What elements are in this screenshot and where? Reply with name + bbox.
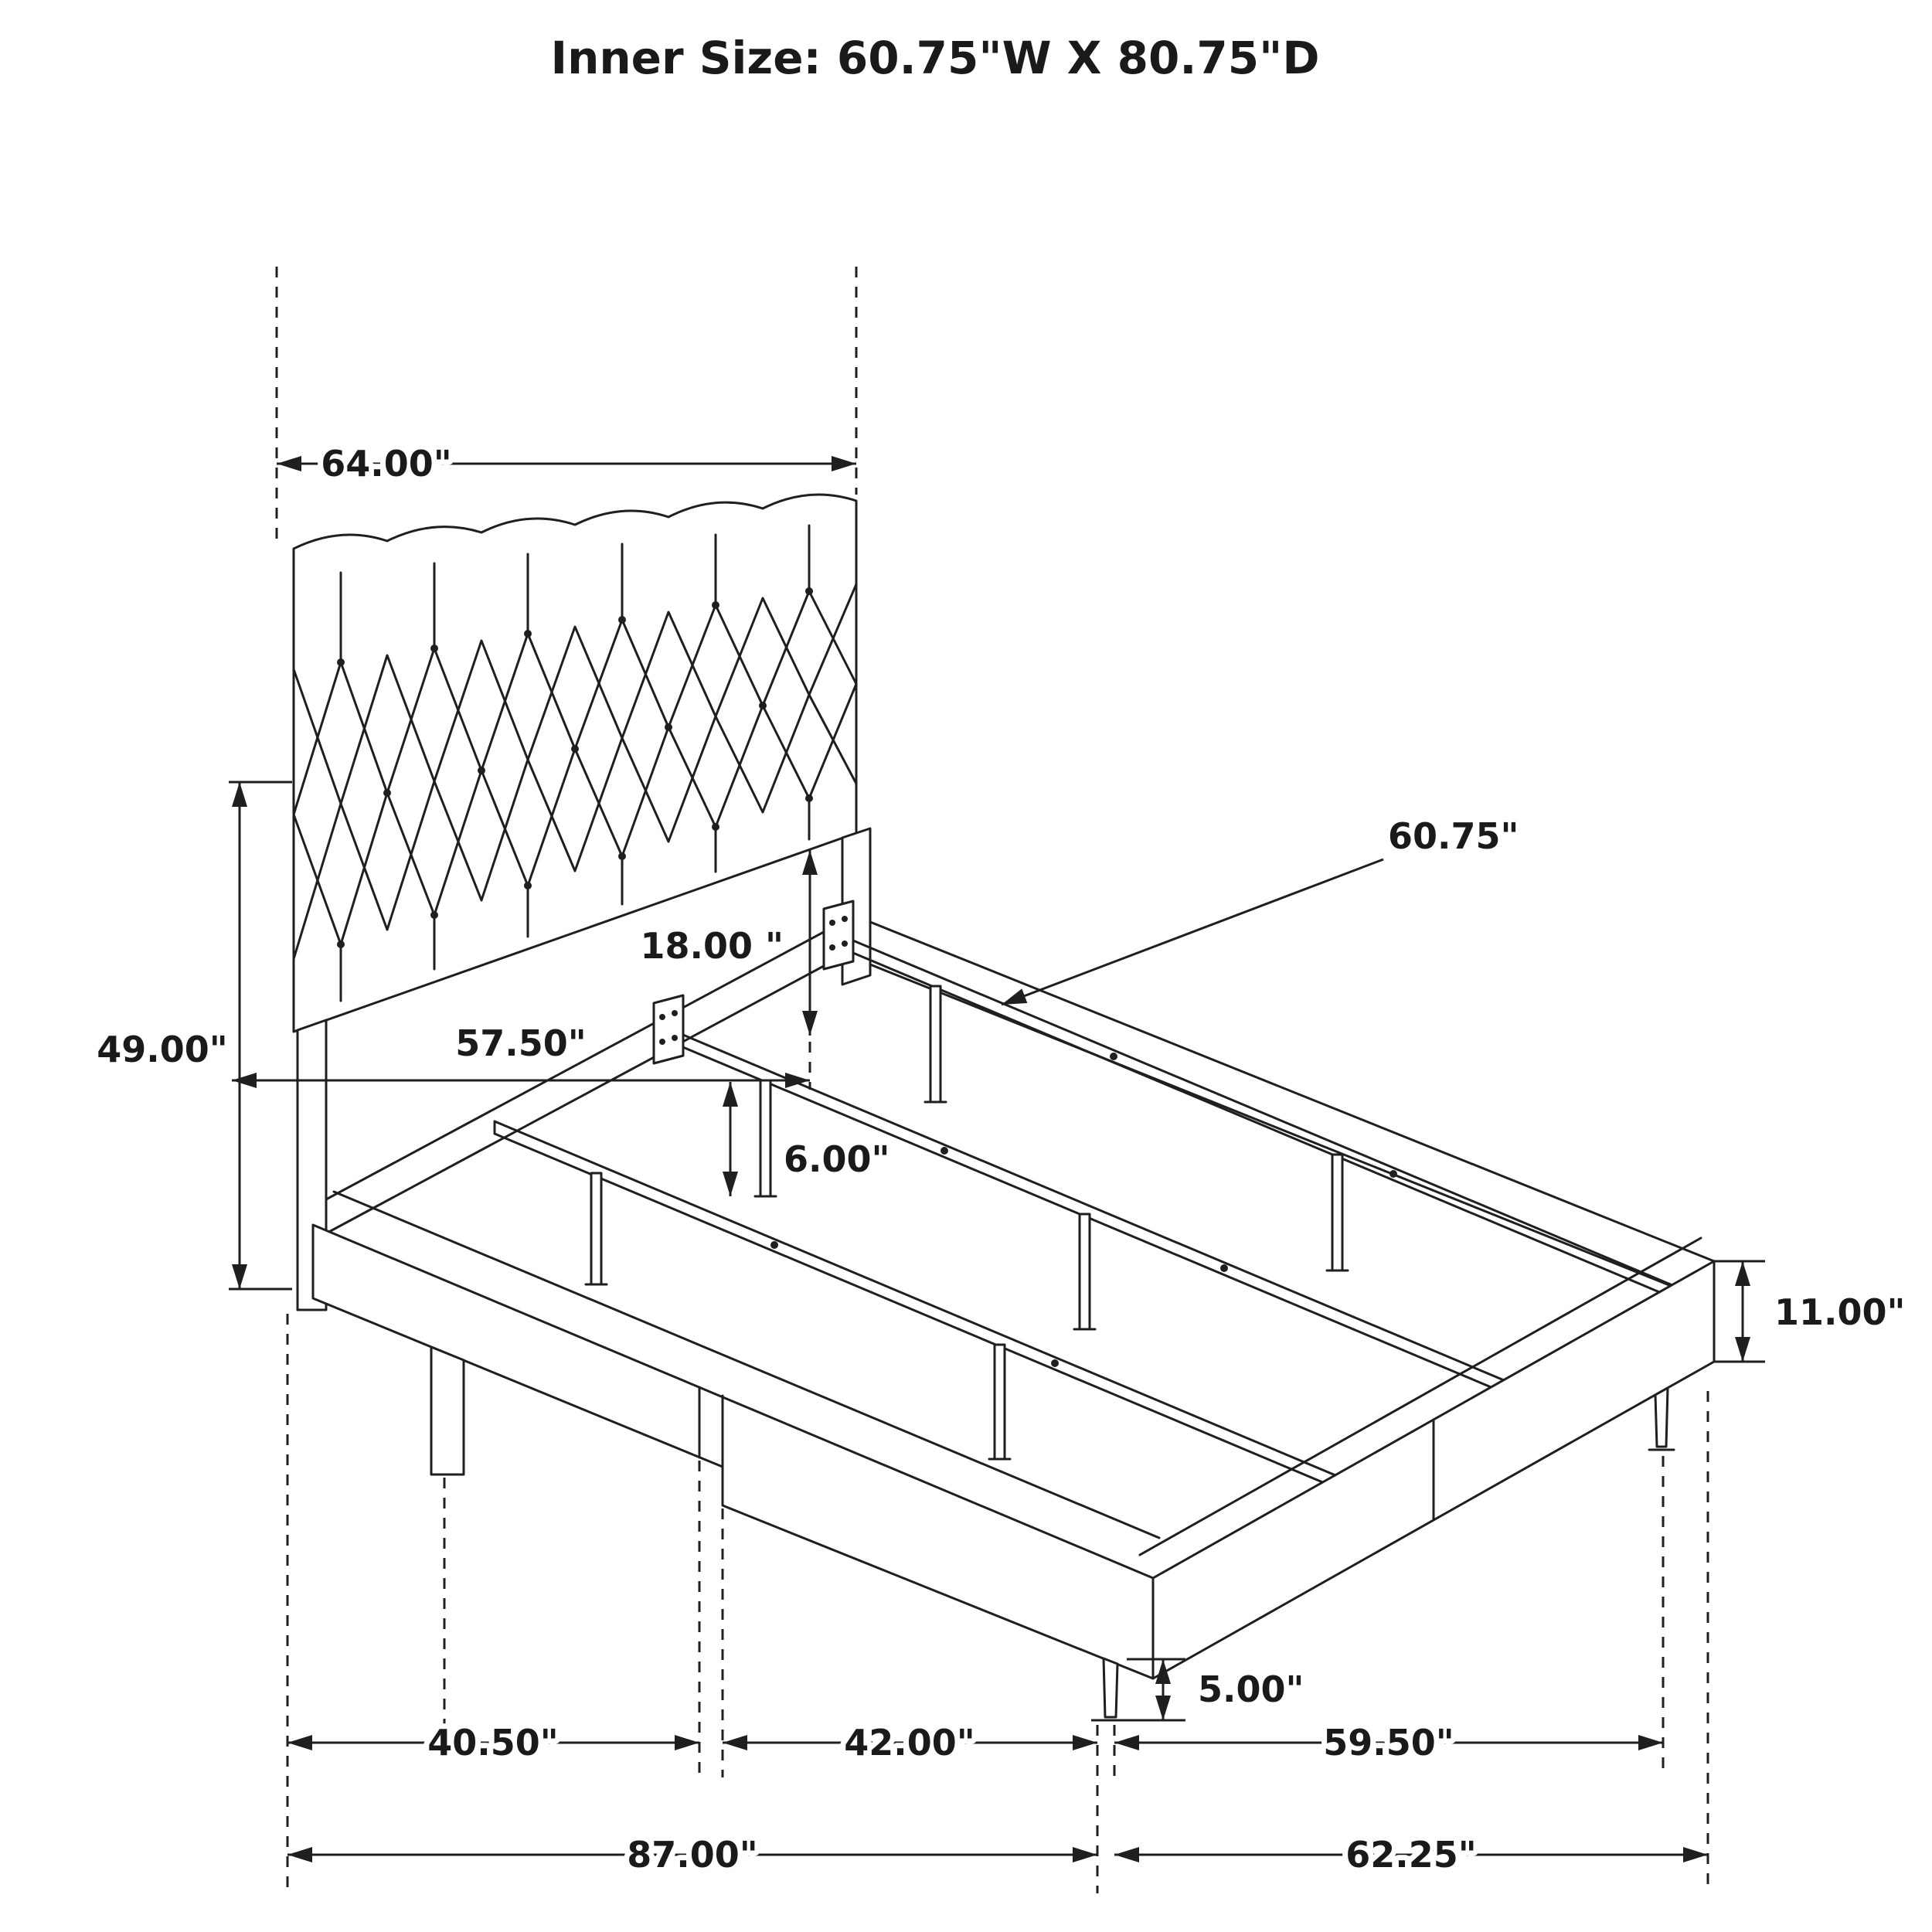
dim-section-foot-label: 59.50" bbox=[1323, 1722, 1454, 1764]
slat-rail-2 bbox=[663, 1026, 1505, 1394]
slat-rail-3 bbox=[833, 931, 1674, 1299]
tufting-buttons bbox=[337, 587, 813, 948]
dim-section-head-label: 40.50" bbox=[427, 1722, 558, 1764]
rail-bracket-plate bbox=[822, 900, 855, 971]
dim-side-rail-height-label: 11.00" bbox=[1774, 1291, 1905, 1333]
dim-inner-width-label: 60.75" bbox=[1388, 815, 1519, 857]
dim-section-mid-label: 42.00" bbox=[844, 1722, 975, 1764]
dim-headboard-height-label: 49.00" bbox=[97, 1029, 227, 1070]
slat-rail-1 bbox=[493, 1120, 1337, 1489]
slat-center-legs bbox=[584, 985, 1349, 1461]
dim-overall-right-label: 62.25" bbox=[1345, 1834, 1476, 1876]
headboard bbox=[292, 493, 872, 1311]
front-left-foot-leg bbox=[1102, 1657, 1119, 1719]
frame-inner-edges bbox=[332, 1190, 1702, 1556]
dim-overall-left-label: 87.00" bbox=[627, 1834, 757, 1876]
dim-center-leg-height-label: 6.00" bbox=[784, 1138, 889, 1180]
bed-frame bbox=[311, 900, 1716, 1722]
mid-support-leg bbox=[430, 1345, 465, 1476]
dimension-annotations: 64.00" 49.00" 18.00 " 57.50" 60.75" 6.00… bbox=[91, 267, 1910, 1893]
tufting bbox=[292, 524, 858, 1002]
dim-headboard-width-label: 64.00" bbox=[321, 443, 451, 485]
extension-lines bbox=[275, 267, 1709, 1893]
dim-panel-drop-label: 18.00 " bbox=[641, 925, 784, 967]
right-side-rail bbox=[869, 920, 1716, 1293]
rail-bracket-plate bbox=[652, 994, 685, 1065]
diagram-title: Inner Size: 60.75"W X 80.75"D bbox=[550, 32, 1319, 84]
dim-panel-width-label: 57.50" bbox=[455, 1022, 586, 1064]
bed-drawing bbox=[292, 493, 1716, 1722]
front-right-foot-leg bbox=[1654, 1386, 1669, 1448]
dim-foot-leg-height-label: 5.00" bbox=[1198, 1668, 1304, 1710]
